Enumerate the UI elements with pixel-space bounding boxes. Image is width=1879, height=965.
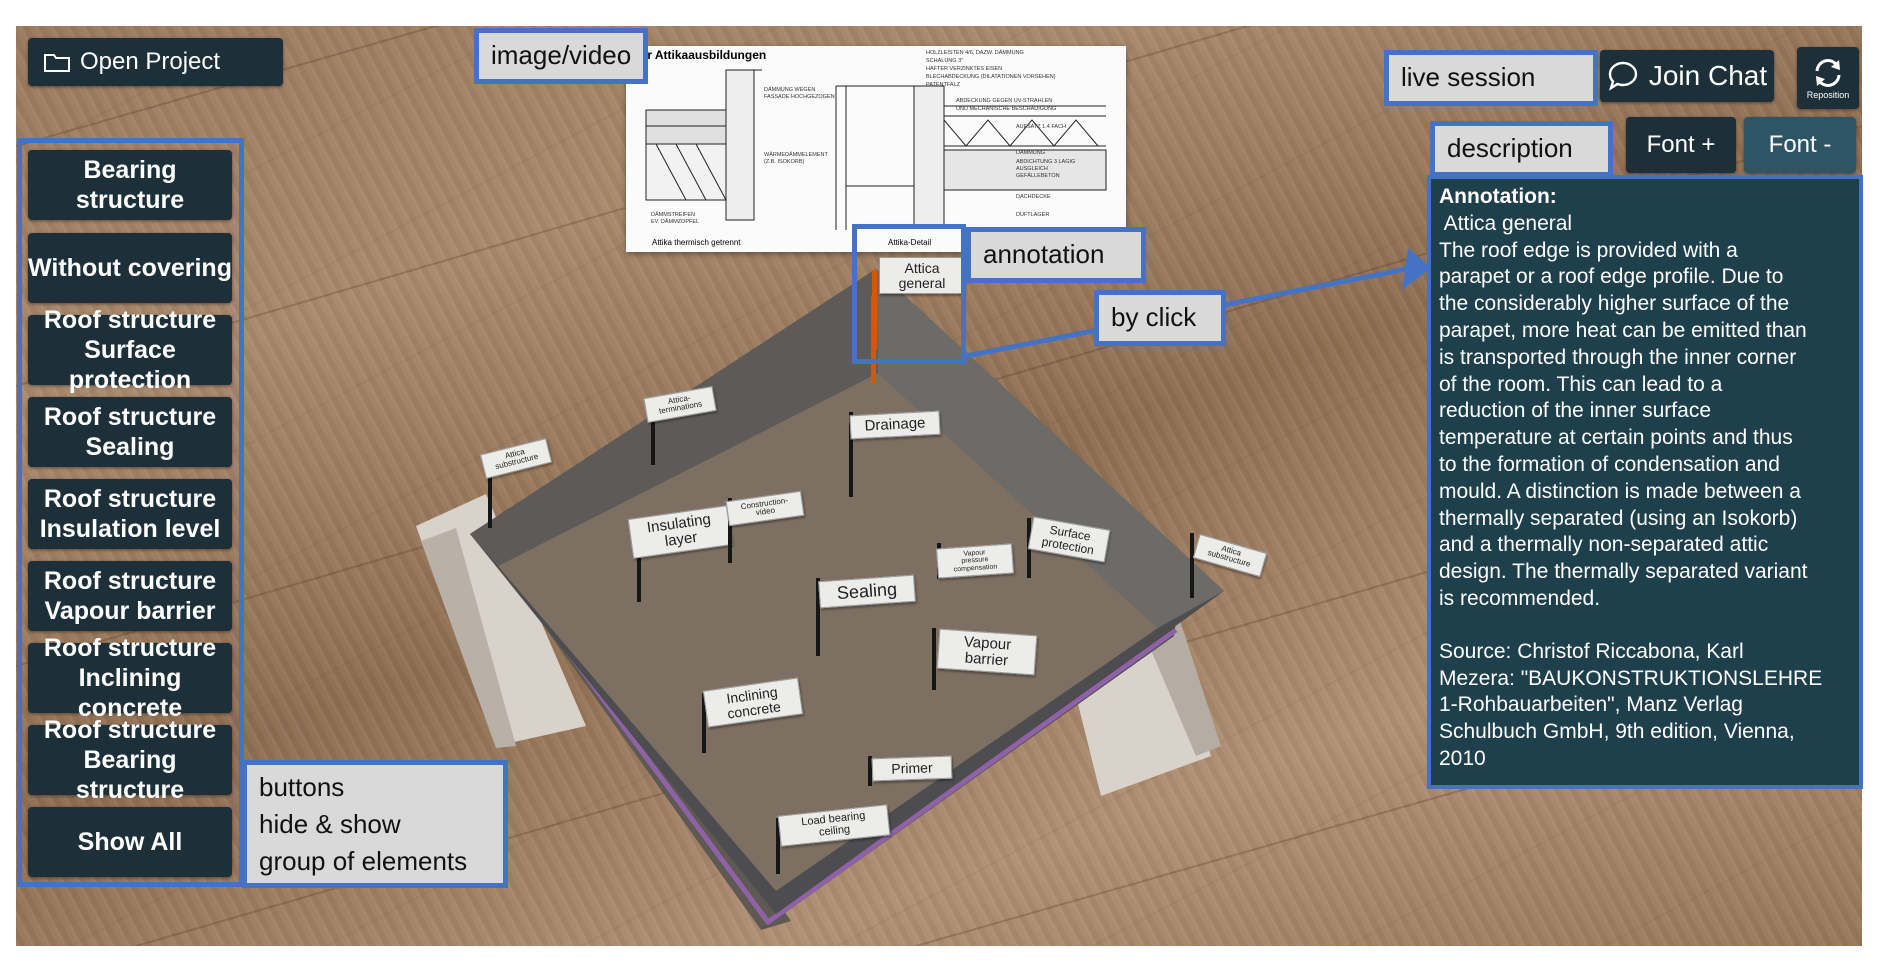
svg-text:AUSGLEICH: AUSGLEICH — [1016, 166, 1048, 172]
open-project-label: Open Project — [80, 47, 221, 75]
button-label: Roof structure — [43, 485, 217, 513]
svg-text:HAFTER VERZINKTES EISEN: HAFTER VERZINKTES EISEN — [926, 66, 1002, 72]
annotation-heading: Annotation: — [1439, 185, 1557, 208]
svg-text:UND MECHANISCHE BESCHÄDIGUNG: UND MECHANISCHE BESCHÄDIGUNG — [956, 105, 1056, 112]
sign-vapour-pressure-compensation[interactable]: Vapour pressure compensation — [936, 543, 1014, 579]
svg-text:DÄMMUNG WEGEN: DÄMMUNG WEGEN — [764, 86, 815, 93]
button-label: Surface protection — [68, 336, 192, 394]
toggle-bearing-structure-button[interactable]: Bearing structure — [28, 150, 232, 220]
svg-text:WÄRMEDÄMMELEMENT: WÄRMEDÄMMELEMENT — [764, 151, 829, 158]
sign-pole — [816, 578, 820, 656]
refresh-icon — [1815, 58, 1841, 87]
button-label: Roof structure — [43, 567, 217, 595]
sign-pole — [488, 470, 492, 528]
reposition-button[interactable]: Reposition — [1797, 47, 1859, 109]
drawing-title: für Attikaausbildungen — [636, 48, 767, 62]
button-label: Roof structure — [43, 634, 217, 662]
support-pillar-left-shade — [421, 528, 516, 748]
callout-buttons-line: buttons — [259, 772, 345, 802]
toggle-inclining-concrete-button[interactable]: Roof structure Inclining concrete — [28, 634, 232, 722]
button-label: Vapour barrier — [44, 597, 216, 625]
callout-annotation: annotation — [966, 227, 1146, 283]
sign-vapour-barrier[interactable]: Vapour barrier — [936, 628, 1038, 675]
open-project-button[interactable]: Open Project — [28, 38, 283, 86]
sign-primer[interactable]: Primer — [871, 755, 953, 782]
button-label: Sealing — [85, 433, 175, 461]
svg-text:PATENTFALZ: PATENTFALZ — [926, 82, 961, 88]
roof-surface — [498, 373, 1158, 891]
callout-arrow-head — [1402, 248, 1431, 290]
callout-by-click: by click — [1094, 290, 1226, 346]
annotation-highlight-box — [852, 224, 966, 364]
sign-attica-general[interactable]: Attica general — [879, 257, 965, 295]
annotation-title: Attica general — [1439, 211, 1573, 235]
font-increase-button[interactable]: Font + — [1626, 117, 1736, 173]
toggle-vapour-barrier-button[interactable]: Roof structure Vapour barrier — [28, 561, 232, 631]
svg-text:ABDICHTUNG 3 LAGIG: ABDICHTUNG 3 LAGIG — [1016, 159, 1075, 165]
font-decrease-label: Font - — [1768, 130, 1832, 158]
svg-text:SCHALUNG 3": SCHALUNG 3" — [926, 58, 963, 64]
svg-text:EV. DÄMMZOPFEL: EV. DÄMMZOPFEL — [651, 218, 699, 225]
show-all-button[interactable]: Show All — [28, 807, 232, 877]
svg-text:HOLZLEISTEN 4/6, DAZW. DÄMMUNG: HOLZLEISTEN 4/6, DAZW. DÄMMUNG — [926, 49, 1024, 56]
sign-pole — [849, 412, 853, 497]
drawing-caption-right: Attika-Detail — [888, 238, 932, 247]
toggle-insulation-level-button[interactable]: Roof structure Insulation level — [28, 479, 232, 549]
construction-detail-sketch: DÄMMUNG WEGEN FASSADE HOCHGEZOGEN WÄRMED… — [645, 49, 1107, 230]
sign-pole — [651, 405, 655, 465]
button-label: Insulation level — [39, 515, 221, 543]
svg-text:DUFTLAGER: DUFTLAGER — [1016, 212, 1049, 218]
svg-text:FASSADE HOCHGEZOGEN: FASSADE HOCHGEZOGEN — [764, 94, 835, 100]
callout-description: description — [1430, 121, 1613, 177]
sign-pole — [1190, 533, 1194, 598]
button-label: Inclining concrete — [77, 664, 183, 722]
sign-pole — [728, 498, 732, 563]
sign-pole — [868, 756, 872, 786]
svg-text:AUFSATZ 1.4 FACH: AUFSATZ 1.4 FACH — [1016, 124, 1066, 130]
button-label: Bearing — [83, 156, 177, 184]
svg-text:DÄMMUNG: DÄMMUNG — [1016, 149, 1045, 156]
button-label: Without covering — [28, 254, 232, 282]
callout-live-session: live session — [1384, 50, 1598, 106]
annotation-body: The roof edge is provided with a parapet… — [1439, 238, 1808, 610]
svg-text:DACHDECKE: DACHDECKE — [1016, 194, 1051, 200]
chat-bubble-icon — [1608, 61, 1638, 91]
button-label: Roof structure — [43, 306, 217, 334]
reference-drawing[interactable]: für Attikaausbildungen DÄMMUNG WEGEN FAS… — [626, 46, 1126, 252]
svg-text:ABDECKUNG GEGEN UV-STRAHLEN: ABDECKUNG GEGEN UV-STRAHLEN — [956, 98, 1052, 104]
callout-image-video: image/video — [474, 28, 649, 84]
button-label: Bearing structure — [75, 746, 185, 804]
font-increase-label: Font + — [1646, 130, 1716, 158]
sign-pole — [702, 693, 706, 753]
button-label: Show All — [77, 828, 183, 856]
callout-buttons: buttons hide & show group of elements — [242, 760, 508, 888]
join-chat-button[interactable]: Join Chat — [1600, 50, 1774, 102]
callout-buttons-line: group of elements — [259, 845, 468, 876]
join-chat-label: Join Chat — [1648, 60, 1768, 92]
folder-icon — [44, 54, 70, 72]
button-label: structure — [75, 186, 185, 214]
drawing-caption-left: Attika thermisch getrennt — [652, 238, 741, 247]
button-label: Roof structure — [43, 716, 217, 744]
toggle-surface-protection-button[interactable]: Roof structure Surface protection — [28, 306, 232, 394]
sign-drainage[interactable]: Drainage — [849, 410, 941, 440]
font-decrease-button[interactable]: Font - — [1744, 117, 1856, 173]
reposition-label: Reposition — [1806, 89, 1850, 100]
button-label: Roof structure — [43, 403, 217, 431]
annotation-source: Source: Christof Riccabona, Karl Mezera:… — [1439, 639, 1823, 770]
sign-pole — [776, 818, 780, 874]
svg-text:BLECHABDECKUNG (DILATATIONEN V: BLECHABDECKUNG (DILATATIONEN VORSEHEN) — [926, 74, 1056, 80]
description-panel[interactable]: Annotation: Attica general The roof edge… — [1427, 175, 1863, 789]
toggle-roof-bearing-structure-button[interactable]: Roof structure Bearing structure — [28, 716, 232, 804]
sign-pole — [872, 270, 877, 350]
svg-text:DÄMMSTREIFEN: DÄMMSTREIFEN — [651, 211, 695, 218]
sign-pole — [932, 628, 936, 690]
callout-buttons-line: hide & show — [259, 808, 401, 839]
toggle-sealing-button[interactable]: Roof structure Sealing — [28, 397, 232, 467]
sign-pole — [637, 520, 641, 602]
sidebar-frame — [17, 138, 244, 887]
svg-text:(Z.B. ISOKORB): (Z.B. ISOKORB) — [764, 159, 805, 165]
toggle-without-covering-button[interactable]: Without covering — [28, 233, 232, 303]
svg-text:GEFÄLLEBETON: GEFÄLLEBETON — [1016, 172, 1060, 179]
